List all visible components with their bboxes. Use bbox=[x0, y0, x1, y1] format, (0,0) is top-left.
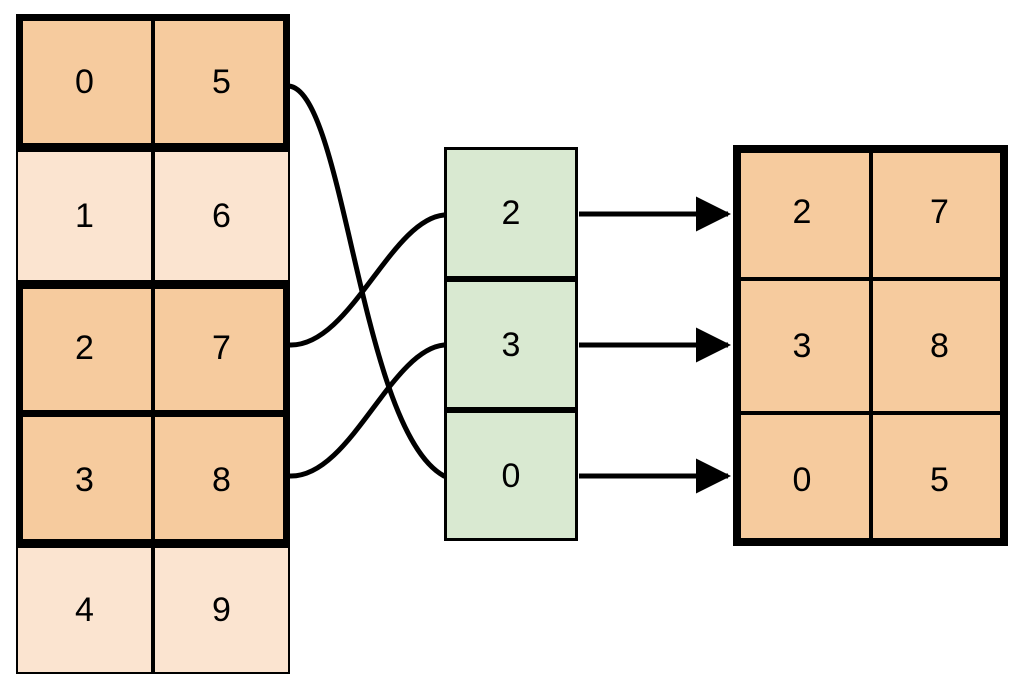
result-cell-r1c0: 3 bbox=[733, 279, 871, 413]
index-cell-0: 2 bbox=[444, 147, 578, 279]
source-cell-r1c0: 1 bbox=[16, 150, 153, 282]
source-cell-r3c1: 8 bbox=[153, 414, 290, 546]
curve-source-row2-to-index-cell-0 bbox=[286, 212, 447, 348]
result-cell-r2c1: 5 bbox=[871, 413, 1008, 546]
source-cell-r3c0: 3 bbox=[16, 414, 153, 546]
source-cell-r0c0: 0 bbox=[16, 14, 153, 150]
source-cell-r1c1: 6 bbox=[153, 150, 290, 282]
index-cell-2: 0 bbox=[444, 410, 578, 541]
curve-source-row0-to-index-cell-2 bbox=[286, 83, 447, 479]
source-cell-r4c0: 4 bbox=[16, 546, 153, 674]
source-cell-r0c1: 5 bbox=[153, 14, 290, 150]
index-cell-1: 3 bbox=[444, 279, 578, 410]
result-cell-r0c0: 2 bbox=[733, 145, 871, 279]
source-cell-r2c0: 2 bbox=[16, 282, 153, 414]
index-column: 2 3 0 bbox=[444, 147, 578, 541]
result-cell-r1c1: 8 bbox=[871, 279, 1008, 413]
source-selection-inner-divider bbox=[23, 410, 283, 417]
curve-source-row3-to-index-cell-1 bbox=[286, 342, 447, 479]
result-cell-r0c1: 7 bbox=[871, 145, 1008, 279]
result-table: 2 7 3 8 0 5 bbox=[733, 145, 1008, 546]
source-cell-r4c1: 9 bbox=[153, 546, 290, 674]
result-cell-r2c0: 0 bbox=[733, 413, 871, 546]
source-cell-r2c1: 7 bbox=[153, 282, 290, 414]
source-table: 0 5 1 6 2 7 3 8 4 9 bbox=[16, 14, 290, 674]
